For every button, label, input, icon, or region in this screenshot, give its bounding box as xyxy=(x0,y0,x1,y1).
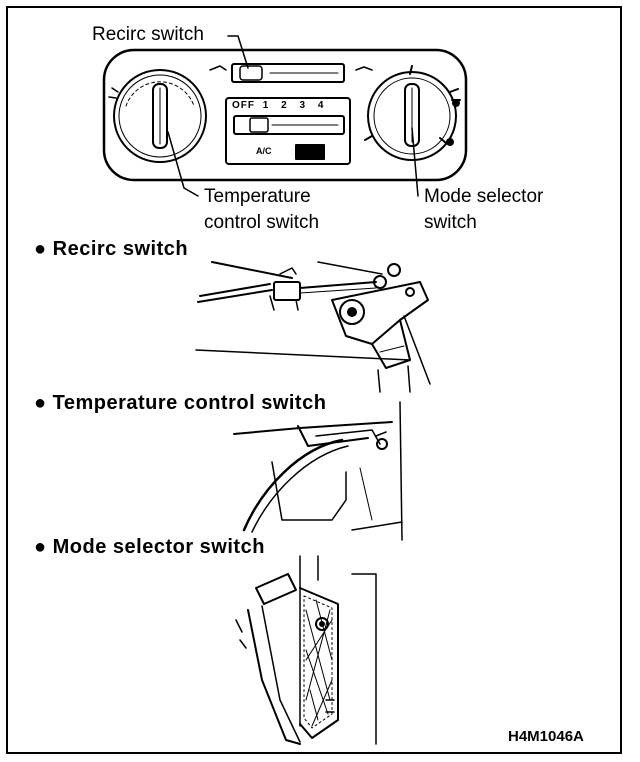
section-recirc-heading: ● Recirc switch xyxy=(34,238,189,260)
temperature-leader-line xyxy=(167,131,199,197)
figure-code: H4M1046A xyxy=(508,728,584,745)
mode-knob xyxy=(364,65,461,161)
mode-selector-label-line1: Mode selector xyxy=(424,186,544,207)
mode-detail-illustration xyxy=(235,555,377,745)
section-mode-heading: ● Mode selector switch xyxy=(34,536,265,558)
mode-leader-line xyxy=(411,127,419,197)
ac-label: A/C xyxy=(256,146,272,156)
temperature-detail-illustration xyxy=(233,401,403,541)
recirc-switch-label: Recirc switch xyxy=(92,24,204,45)
section-temperature-heading: ● Temperature control switch xyxy=(34,392,327,414)
mode-selector-label-line2: switch xyxy=(424,212,477,233)
temperature-switch-label-line2: control switch xyxy=(204,212,320,233)
recirc-detail-illustration xyxy=(195,261,431,393)
temperature-switch-label-line1: Temperature xyxy=(204,186,311,207)
figure-frame xyxy=(6,6,622,754)
fan-scale-3: 3 xyxy=(299,100,307,111)
recirc-leader-line xyxy=(227,35,249,69)
fan-scale-1: 1 xyxy=(262,100,270,111)
fan-speed-scale: OFF 1 2 3 4 xyxy=(232,100,324,111)
fan-scale-4: 4 xyxy=(317,100,325,111)
fan-scale-2: 2 xyxy=(281,100,288,111)
heater-control-panel xyxy=(102,35,468,197)
fan-speed-block xyxy=(225,97,351,165)
temperature-knob xyxy=(108,69,207,163)
fan-scale-off: OFF xyxy=(232,100,255,111)
recirc-slider xyxy=(209,63,373,83)
